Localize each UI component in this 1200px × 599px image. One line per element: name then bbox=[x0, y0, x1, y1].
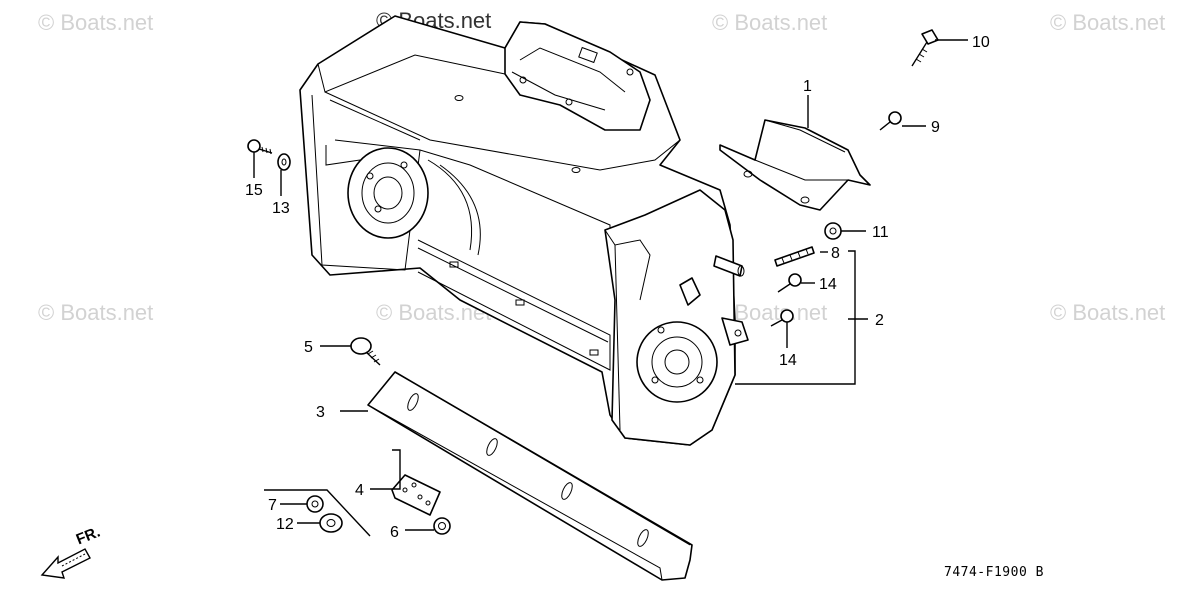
callouts: 1 2 3 4 5 6 7 8 9 10 11 12 13 14 14 15 bbox=[245, 34, 990, 541]
watermark: © Boats.net bbox=[1050, 10, 1166, 35]
part-15-bolt bbox=[247, 139, 273, 155]
front-direction-arrow-icon bbox=[40, 548, 91, 579]
leader-lines bbox=[253, 39, 968, 537]
callout-2: 2 bbox=[875, 312, 884, 329]
callout-4: 4 bbox=[355, 482, 364, 499]
callout-13: 13 bbox=[272, 200, 290, 217]
callout-9: 9 bbox=[931, 119, 940, 136]
callout-11: 11 bbox=[872, 224, 889, 241]
callout-5: 5 bbox=[304, 339, 313, 356]
callout-7: 7 bbox=[268, 497, 277, 514]
callout-12: 12 bbox=[276, 516, 294, 533]
part-12-washer bbox=[319, 513, 343, 533]
watermark: © Boats.net bbox=[38, 10, 154, 35]
watermark: © Boats.net bbox=[38, 300, 154, 325]
housing bbox=[299, 15, 749, 446]
part-11-nut bbox=[824, 222, 842, 240]
part-14-bolt bbox=[770, 309, 794, 327]
part-7-nut bbox=[306, 495, 324, 513]
part-14-bolt bbox=[777, 273, 802, 293]
callout-3: 3 bbox=[316, 404, 325, 421]
watermark: © Boats.net bbox=[712, 10, 828, 35]
part-9-bolt bbox=[879, 111, 902, 131]
callout-14b: 14 bbox=[779, 352, 797, 369]
callout-15: 15 bbox=[245, 182, 263, 199]
watermark: © Boats.net bbox=[1050, 300, 1166, 325]
callout-14a: 14 bbox=[819, 276, 837, 293]
part-10-bolt bbox=[911, 29, 939, 67]
diagram-code: 7474‑F1900 B bbox=[944, 565, 1044, 580]
part-5-bolt bbox=[350, 337, 381, 366]
callout-6: 6 bbox=[390, 524, 399, 541]
callout-8: 8 bbox=[831, 245, 840, 262]
part-6-nut bbox=[433, 517, 451, 535]
callout-10: 10 bbox=[972, 34, 990, 51]
part-4-plate bbox=[391, 474, 441, 516]
part-1-cover bbox=[719, 119, 871, 211]
callout-1: 1 bbox=[803, 78, 812, 95]
part-3-scraper bbox=[367, 371, 693, 581]
part-8-stud bbox=[774, 246, 815, 267]
part-13-washer bbox=[277, 153, 291, 171]
